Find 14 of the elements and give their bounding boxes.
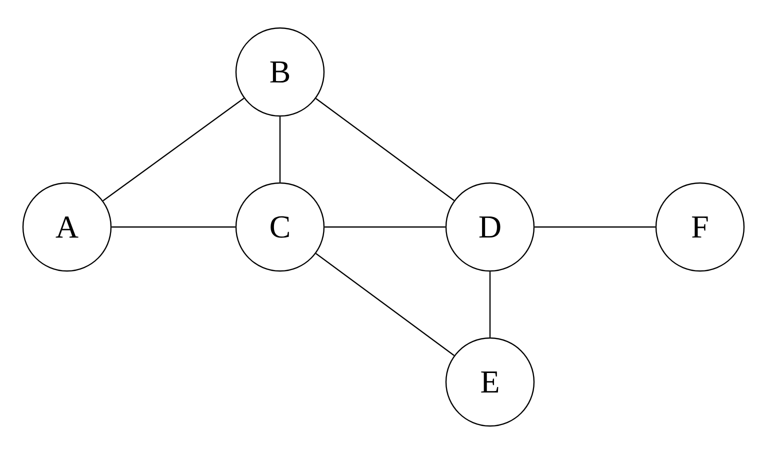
edge-line [489,272,491,338]
edge-line [112,226,236,228]
edge-line [324,226,446,228]
edge-line [316,253,454,356]
graph-node: F [655,182,745,272]
edge-line [279,116,281,182]
graph-node: E [445,337,535,427]
edge-line [102,98,244,202]
graph-node: A [22,182,112,272]
graph-node: D [445,182,535,272]
edge-line [316,98,454,201]
graph-node: B [235,27,325,117]
edge-line [534,226,656,228]
graph-node: C [235,182,325,272]
